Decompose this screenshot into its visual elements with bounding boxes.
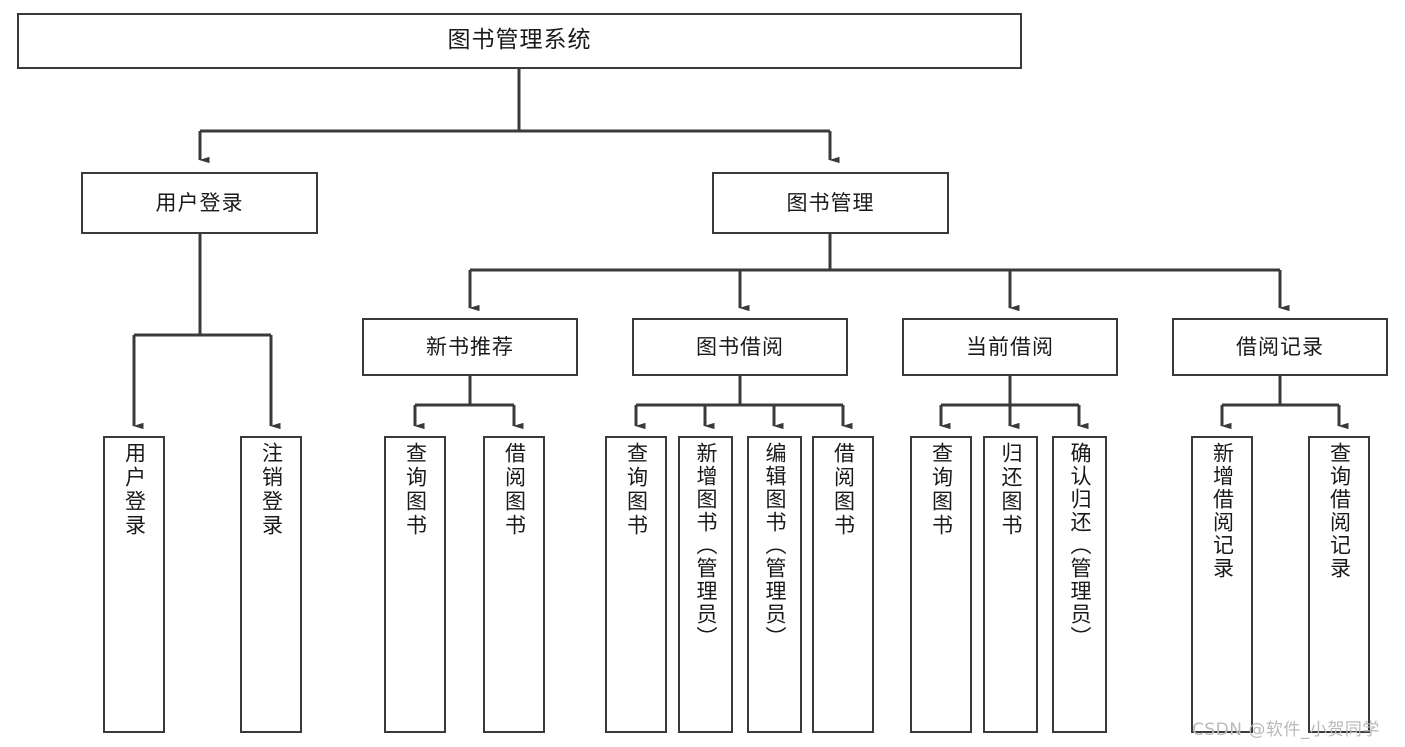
node-leaf-bb-edit-book[interactable]: 编辑图书（管理员） [747, 436, 802, 733]
node-leaf-br-query-record-label: 查询借阅记录 [1327, 442, 1352, 580]
node-book-borrow-label: 图书借阅 [696, 334, 784, 359]
node-leaf-br-add-record-label: 新增借阅记录 [1210, 442, 1235, 580]
node-book-borrow[interactable]: 图书借阅 [632, 318, 848, 376]
node-leaf-nb-query-book[interactable]: 查询图书 [384, 436, 446, 733]
node-leaf-bb-query-book-label: 查询图书 [624, 442, 649, 538]
node-leaf-bb-query-book[interactable]: 查询图书 [605, 436, 667, 733]
csdn-watermark: CSDN @软件_小贺同学 [1192, 720, 1380, 740]
node-leaf-bb-borrow-book[interactable]: 借阅图书 [812, 436, 874, 733]
node-new-book-recommend[interactable]: 新书推荐 [362, 318, 578, 376]
node-user-login[interactable]: 用户登录 [81, 172, 318, 234]
node-book-management[interactable]: 图书管理 [712, 172, 949, 234]
node-new-book-recommend-label: 新书推荐 [426, 334, 514, 359]
node-leaf-bb-add-book-label: 新增图书（管理员） [694, 442, 718, 649]
node-leaf-user-login[interactable]: 用户登录 [103, 436, 165, 733]
node-leaf-br-add-record[interactable]: 新增借阅记录 [1191, 436, 1253, 733]
node-leaf-nb-borrow-book[interactable]: 借阅图书 [483, 436, 545, 733]
node-current-borrow[interactable]: 当前借阅 [902, 318, 1118, 376]
node-leaf-logout-label: 注销登录 [259, 442, 284, 538]
node-borrow-record[interactable]: 借阅记录 [1172, 318, 1388, 376]
node-book-management-label: 图书管理 [786, 190, 875, 215]
node-leaf-logout[interactable]: 注销登录 [240, 436, 302, 733]
node-leaf-bb-edit-book-label: 编辑图书（管理员） [763, 442, 787, 649]
node-leaf-cb-return-book-label: 归还图书 [999, 442, 1023, 538]
node-leaf-br-query-record[interactable]: 查询借阅记录 [1308, 436, 1370, 733]
node-leaf-cb-query-book-label: 查询图书 [929, 442, 954, 538]
node-leaf-nb-query-book-label: 查询图书 [403, 442, 428, 538]
node-leaf-bb-add-book[interactable]: 新增图书（管理员） [678, 436, 733, 733]
node-user-login-label: 用户登录 [155, 190, 244, 215]
node-root-system[interactable]: 图书管理系统 [17, 13, 1022, 69]
node-root-system-label: 图书管理系统 [447, 27, 592, 54]
node-leaf-cb-confirm-return[interactable]: 确认归还（管理员） [1052, 436, 1107, 733]
node-leaf-cb-return-book[interactable]: 归还图书 [983, 436, 1038, 733]
node-current-borrow-label: 当前借阅 [966, 334, 1054, 359]
node-leaf-cb-query-book[interactable]: 查询图书 [910, 436, 972, 733]
node-leaf-nb-borrow-book-label: 借阅图书 [502, 442, 527, 538]
node-leaf-bb-borrow-book-label: 借阅图书 [831, 442, 856, 538]
node-leaf-cb-confirm-return-label: 确认归还（管理员） [1068, 442, 1092, 649]
node-borrow-record-label: 借阅记录 [1236, 334, 1324, 359]
node-leaf-user-login-label: 用户登录 [122, 442, 147, 538]
